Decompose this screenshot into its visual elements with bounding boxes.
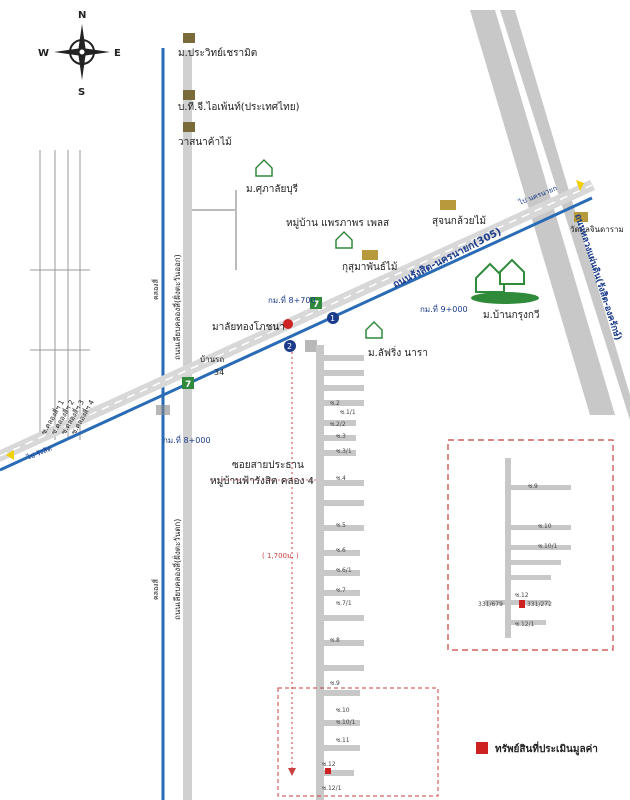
soi-main-road: [316, 345, 324, 800]
label-khlong4-west: ถนนเลียบคลองสี่(ฝั่งตะวันตก): [171, 519, 182, 620]
alley-label: ซ.2/2: [330, 421, 346, 428]
alley-label: ซ.6: [336, 547, 346, 554]
alley-label: ซ.3/1: [336, 448, 352, 455]
label-supha: ม.ศุภาลัยบุรี: [246, 183, 299, 195]
seven-eleven-icon: [182, 377, 194, 389]
compass-east: E: [114, 48, 121, 59]
alley-label: ซ.12: [322, 761, 336, 768]
arrow-left-icon: [6, 450, 14, 460]
label-lafaring: ม.ลัฟริ่ง นารา: [368, 345, 428, 359]
distance-arrow-icon: [288, 768, 296, 776]
diagonal-grey-road: [470, 10, 630, 420]
label-company: บ.ที.จี.ไอเพ้นท์(ประเทศไทย): [178, 101, 300, 113]
big-house-icon: [471, 258, 539, 304]
factory-icon: [183, 33, 195, 132]
label-soi-line2: หมู่บ้านฟ้ารังสิต คลอง 4: [210, 475, 314, 487]
alley-label: ซ.4: [336, 475, 346, 482]
label-lumber: วาสนาค้าไม้: [178, 136, 232, 148]
inset-property-marker: [519, 600, 525, 608]
label-praphon: หมู่บ้าน แพรภาพร เพลส: [286, 217, 389, 229]
label-khlong-top: คลองสี่: [151, 278, 160, 300]
orchard-icon: [362, 200, 588, 260]
label-distance: ( 1,700ม. ): [262, 552, 299, 560]
label-krungkawee: ม.บ้านกรุงกวี: [483, 309, 540, 321]
legend-swatch: [476, 742, 488, 754]
label-soi-line1: ซอยสายประธาน: [232, 460, 304, 471]
alley-label: ซ.8: [330, 637, 340, 644]
label-school: ม.ประวิทย์เชรามิต: [178, 47, 257, 59]
legend-label: ทรัพย์สินที่ประเมินมูลค่า: [495, 741, 598, 756]
marker-2-label: 2: [287, 342, 292, 351]
alley-label: ซ.12/1: [322, 785, 342, 792]
marker-1-icon: [327, 312, 339, 324]
compass-west: W: [38, 48, 49, 59]
highway-blue-line: [0, 196, 593, 472]
inset-label: ซ.12/1: [515, 621, 535, 628]
alley-branches: [324, 355, 364, 776]
label-khlong-bottom: คลองสี่: [151, 578, 160, 600]
inset-label: ซ.10/1: [538, 543, 558, 550]
alley-label: ซ.6/1: [336, 567, 352, 574]
highway-band: [0, 180, 595, 462]
alley-label: ซ.10: [336, 707, 350, 714]
inset-label: ซ.9: [528, 483, 538, 490]
label-khlong4-east: ถนนเลียบคลองสี่(ฝั่งตะวันออก): [171, 254, 182, 360]
seven-eleven-icon-2: [310, 297, 322, 309]
inset-plot-left: 331/679: [478, 601, 503, 608]
alley-label: ซ.11: [336, 737, 350, 744]
label-maleethong: มาลัยทองโภชนา: [212, 320, 285, 333]
alley-label: ซ.10/1: [336, 719, 356, 726]
zoom-area-box: [277, 687, 439, 797]
seven-eleven-label-2: 7: [313, 300, 319, 310]
alley-label: ซ.9: [330, 680, 340, 687]
label-km8000: กม.ที่ 8+000: [163, 434, 211, 445]
compass-icon: [54, 24, 110, 80]
inset-plot-right: 331/272: [527, 601, 552, 608]
label-km8700: กม.ที่ 8+700: [268, 294, 316, 305]
left-soi-lines: [30, 150, 90, 440]
alley-label: ซ.7/1: [336, 600, 352, 607]
seven-eleven-label: 7: [185, 380, 191, 390]
marker-2-icon: [284, 340, 296, 352]
property-marker: [325, 768, 331, 774]
inset-roads: [485, 458, 571, 638]
label-watmun: วัดมูลจินดาราม: [570, 225, 624, 235]
marker-1-label: 1: [330, 314, 335, 323]
compass-north: N: [78, 10, 86, 21]
alley-label: ซ.1/1: [340, 409, 356, 416]
intersection-marker-left: [156, 405, 170, 415]
inset-label: ซ.12: [515, 592, 529, 599]
label-kusuma: กุสุมาพันธ์ไม้: [342, 261, 398, 273]
alley-label: ซ.2: [330, 400, 340, 407]
inset-box: [447, 439, 614, 651]
marker-red-icon: [283, 319, 293, 329]
arrow-right-icon: [576, 180, 584, 191]
khlong4-road-grey: [183, 50, 192, 800]
label-34: 34: [214, 368, 224, 377]
label-km9000: กม.ที่ 9+000: [420, 303, 468, 314]
upper-branch-roads: [192, 190, 237, 270]
alley-label: ซ.7: [336, 587, 346, 594]
label-banrot: บ้านรถ: [200, 355, 224, 364]
highway-dashes: [0, 184, 593, 457]
alley-label: ซ.3: [336, 433, 346, 440]
intersection-marker-center: [305, 340, 317, 352]
inset-label: ซ.10: [538, 523, 552, 530]
compass-south: S: [78, 87, 85, 98]
alley-label: ซ.5: [336, 522, 346, 529]
house-icon: [255, 158, 383, 339]
label-suchon: สุจนกล้วยไม้: [432, 215, 486, 227]
